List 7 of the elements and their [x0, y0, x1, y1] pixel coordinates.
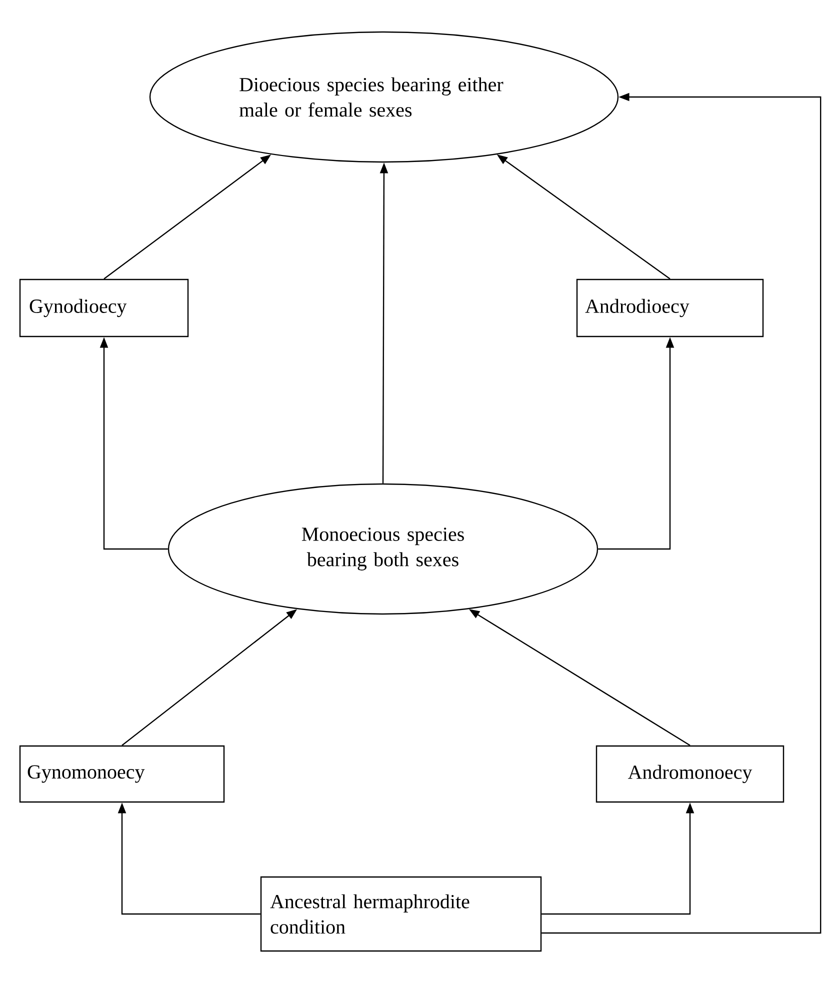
ellipse-node: Monoecious species bearing both sexes [168, 483, 598, 615]
process-box: Androdioecy [576, 278, 764, 338]
process-box: Andromonoecy [596, 745, 784, 803]
process-box: Ancestral hermaphrodite condition [260, 876, 542, 952]
process-box: Gynodioecy [19, 278, 189, 338]
process-box: Gynomonoecy [19, 745, 225, 803]
ellipse-node: Dioecious species bearing either male or female sexes [149, 31, 619, 163]
